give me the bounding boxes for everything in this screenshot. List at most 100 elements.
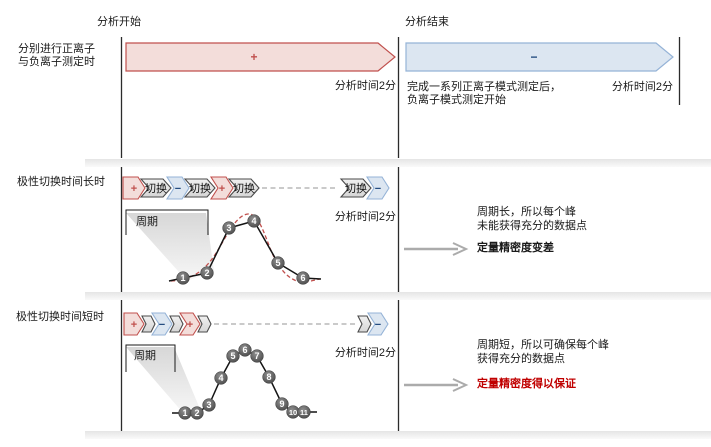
period-bracket	[125, 344, 176, 372]
positive-mode-chevron-label: +	[131, 183, 137, 195]
row2-side-label: 极性切换时间长时	[17, 176, 105, 188]
positive-mode-chevron	[178, 312, 201, 336]
row3-conclusion: 定量精密度得以保证	[477, 378, 576, 390]
sampling-point-circle	[297, 405, 311, 419]
sampling-point-circle	[190, 406, 204, 420]
true-peak-dashed-curve	[170, 213, 321, 283]
switch-chevron-label: 切换	[145, 181, 167, 195]
sampling-point-circle	[262, 370, 276, 384]
negative-mode-chevron	[165, 176, 190, 200]
result-arrows	[404, 242, 469, 392]
positive-run-arrow	[125, 42, 396, 72]
row2-conclusion: 定量精密度变差	[477, 242, 554, 254]
sampling-point-circle	[226, 349, 240, 363]
negative-run-time-label: 分析时间2分	[611, 81, 673, 93]
row1-side-label-line2: 与负离子测定时	[18, 56, 95, 68]
negative-mode-chevron	[366, 312, 389, 336]
negative-run-note: 完成一系列正离子模式测定后， 负离子模式测定开始	[407, 81, 561, 107]
row3-period-label: 周期	[134, 350, 156, 362]
sampling-point-number: 1	[180, 273, 185, 283]
sampling-points-long: 1 2 3 4 5 6	[176, 214, 310, 285]
sampling-point-number: 6	[242, 345, 247, 355]
negative-run-note-line1: 完成一系列正离子模式测定后，	[407, 81, 561, 93]
switch-chevron	[197, 315, 212, 333]
negative-mode-chevron	[365, 176, 390, 200]
sampling-point-circle	[202, 398, 216, 412]
positive-mode-chevron	[122, 176, 146, 200]
period-projection-funnel	[126, 347, 200, 414]
switch-chevron	[339, 178, 372, 198]
negative-mode-chevron-label: −	[375, 183, 381, 195]
sampling-point-number: 1	[182, 408, 187, 418]
positive-mode-chevron-label: +	[187, 319, 193, 331]
result-arrow-head	[452, 378, 469, 392]
sampling-point-number: 11	[300, 408, 308, 417]
sampling-point-circle	[222, 221, 236, 235]
row-divider	[85, 431, 711, 439]
row-divider	[85, 159, 711, 167]
positive-mode-chevron	[123, 312, 145, 336]
row-divider	[85, 292, 711, 300]
row3-note: 周期短，所以可确保每个峰 获得充分的数据点	[477, 338, 609, 366]
row2-note-line2: 未能获得充分的数据点	[477, 220, 587, 232]
sampling-point-circle	[296, 271, 310, 285]
sampling-point-circle	[275, 397, 289, 411]
sampling-point-number: 2	[194, 408, 199, 418]
negative-mode-chevron-label: −	[159, 319, 165, 331]
sampling-point-circle	[247, 214, 261, 228]
switch-chevron	[227, 178, 260, 198]
positive-mode-chevron-label: +	[219, 183, 225, 195]
row3-side-label: 极性切换时间短时	[16, 311, 104, 323]
negative-run-note-line2: 负离子模式测定开始	[407, 94, 506, 106]
row2-period-label: 周期	[136, 216, 158, 228]
switch-chevron	[141, 315, 156, 333]
negative-run-symbol: −	[530, 50, 537, 64]
period-bracket	[125, 209, 209, 235]
sampling-point-number: 7	[254, 351, 259, 361]
period-projection-funnel	[126, 213, 214, 281]
sampling-point-number: 6	[300, 273, 305, 283]
negative-run-arrow	[405, 42, 674, 72]
negative-mode-chevron	[150, 312, 173, 336]
sampling-point-number: 2	[204, 268, 209, 278]
positive-mode-chevron	[209, 176, 234, 200]
sampling-point-number: 5	[275, 258, 280, 268]
negative-mode-chevron-label: −	[375, 319, 381, 331]
sampling-point-circle	[200, 266, 214, 280]
sampling-point-circle	[238, 343, 252, 357]
switch-chevron-label: 切换	[233, 181, 255, 195]
switch-chevron	[357, 315, 372, 333]
row2-note: 周期长，所以每个峰 未能获得充分的数据点	[477, 205, 587, 233]
sampling-point-circle	[176, 271, 190, 285]
switch-chevron	[169, 315, 184, 333]
sampling-point-number: 3	[226, 223, 231, 233]
switch-chevron-label: 切换	[189, 181, 211, 195]
sampling-point-circle	[250, 349, 264, 363]
result-arrow-head	[452, 242, 469, 256]
row2-note-line1: 周期长，所以每个峰	[477, 206, 576, 218]
sampling-point-number: 8	[266, 372, 271, 382]
analysis-start-label: 分析开始	[97, 16, 141, 28]
switching-chain-short: + − + −	[123, 312, 389, 336]
analysis-end-label: 分析结束	[405, 16, 449, 28]
sampling-point-number: 5	[230, 351, 235, 361]
row3-time-label: 分析时间2分	[334, 347, 396, 359]
positive-mode-chevron-label: +	[131, 319, 137, 331]
sampling-point-circle	[214, 371, 228, 385]
switching-chain-long: +切换−切换+切换切换−	[122, 176, 390, 200]
row3-note-line2: 获得充分的数据点	[477, 353, 565, 365]
sampling-point-circle	[271, 256, 285, 270]
sampling-point-number: 9	[279, 399, 284, 409]
switch-chevron-label: 切换	[345, 181, 367, 195]
positive-run-symbol: +	[250, 50, 257, 64]
positive-run-time-label: 分析时间2分	[334, 80, 396, 92]
sampling-point-number: 4	[251, 216, 256, 226]
row2-time-label: 分析时间2分	[334, 211, 396, 223]
row1-side-label: 分别进行正离子 与负离子测定时	[18, 43, 95, 69]
switch-chevron	[139, 178, 172, 198]
row3-note-line1: 周期短，所以可确保每个峰	[477, 339, 609, 351]
timeline-reference-lines	[120, 37, 681, 431]
